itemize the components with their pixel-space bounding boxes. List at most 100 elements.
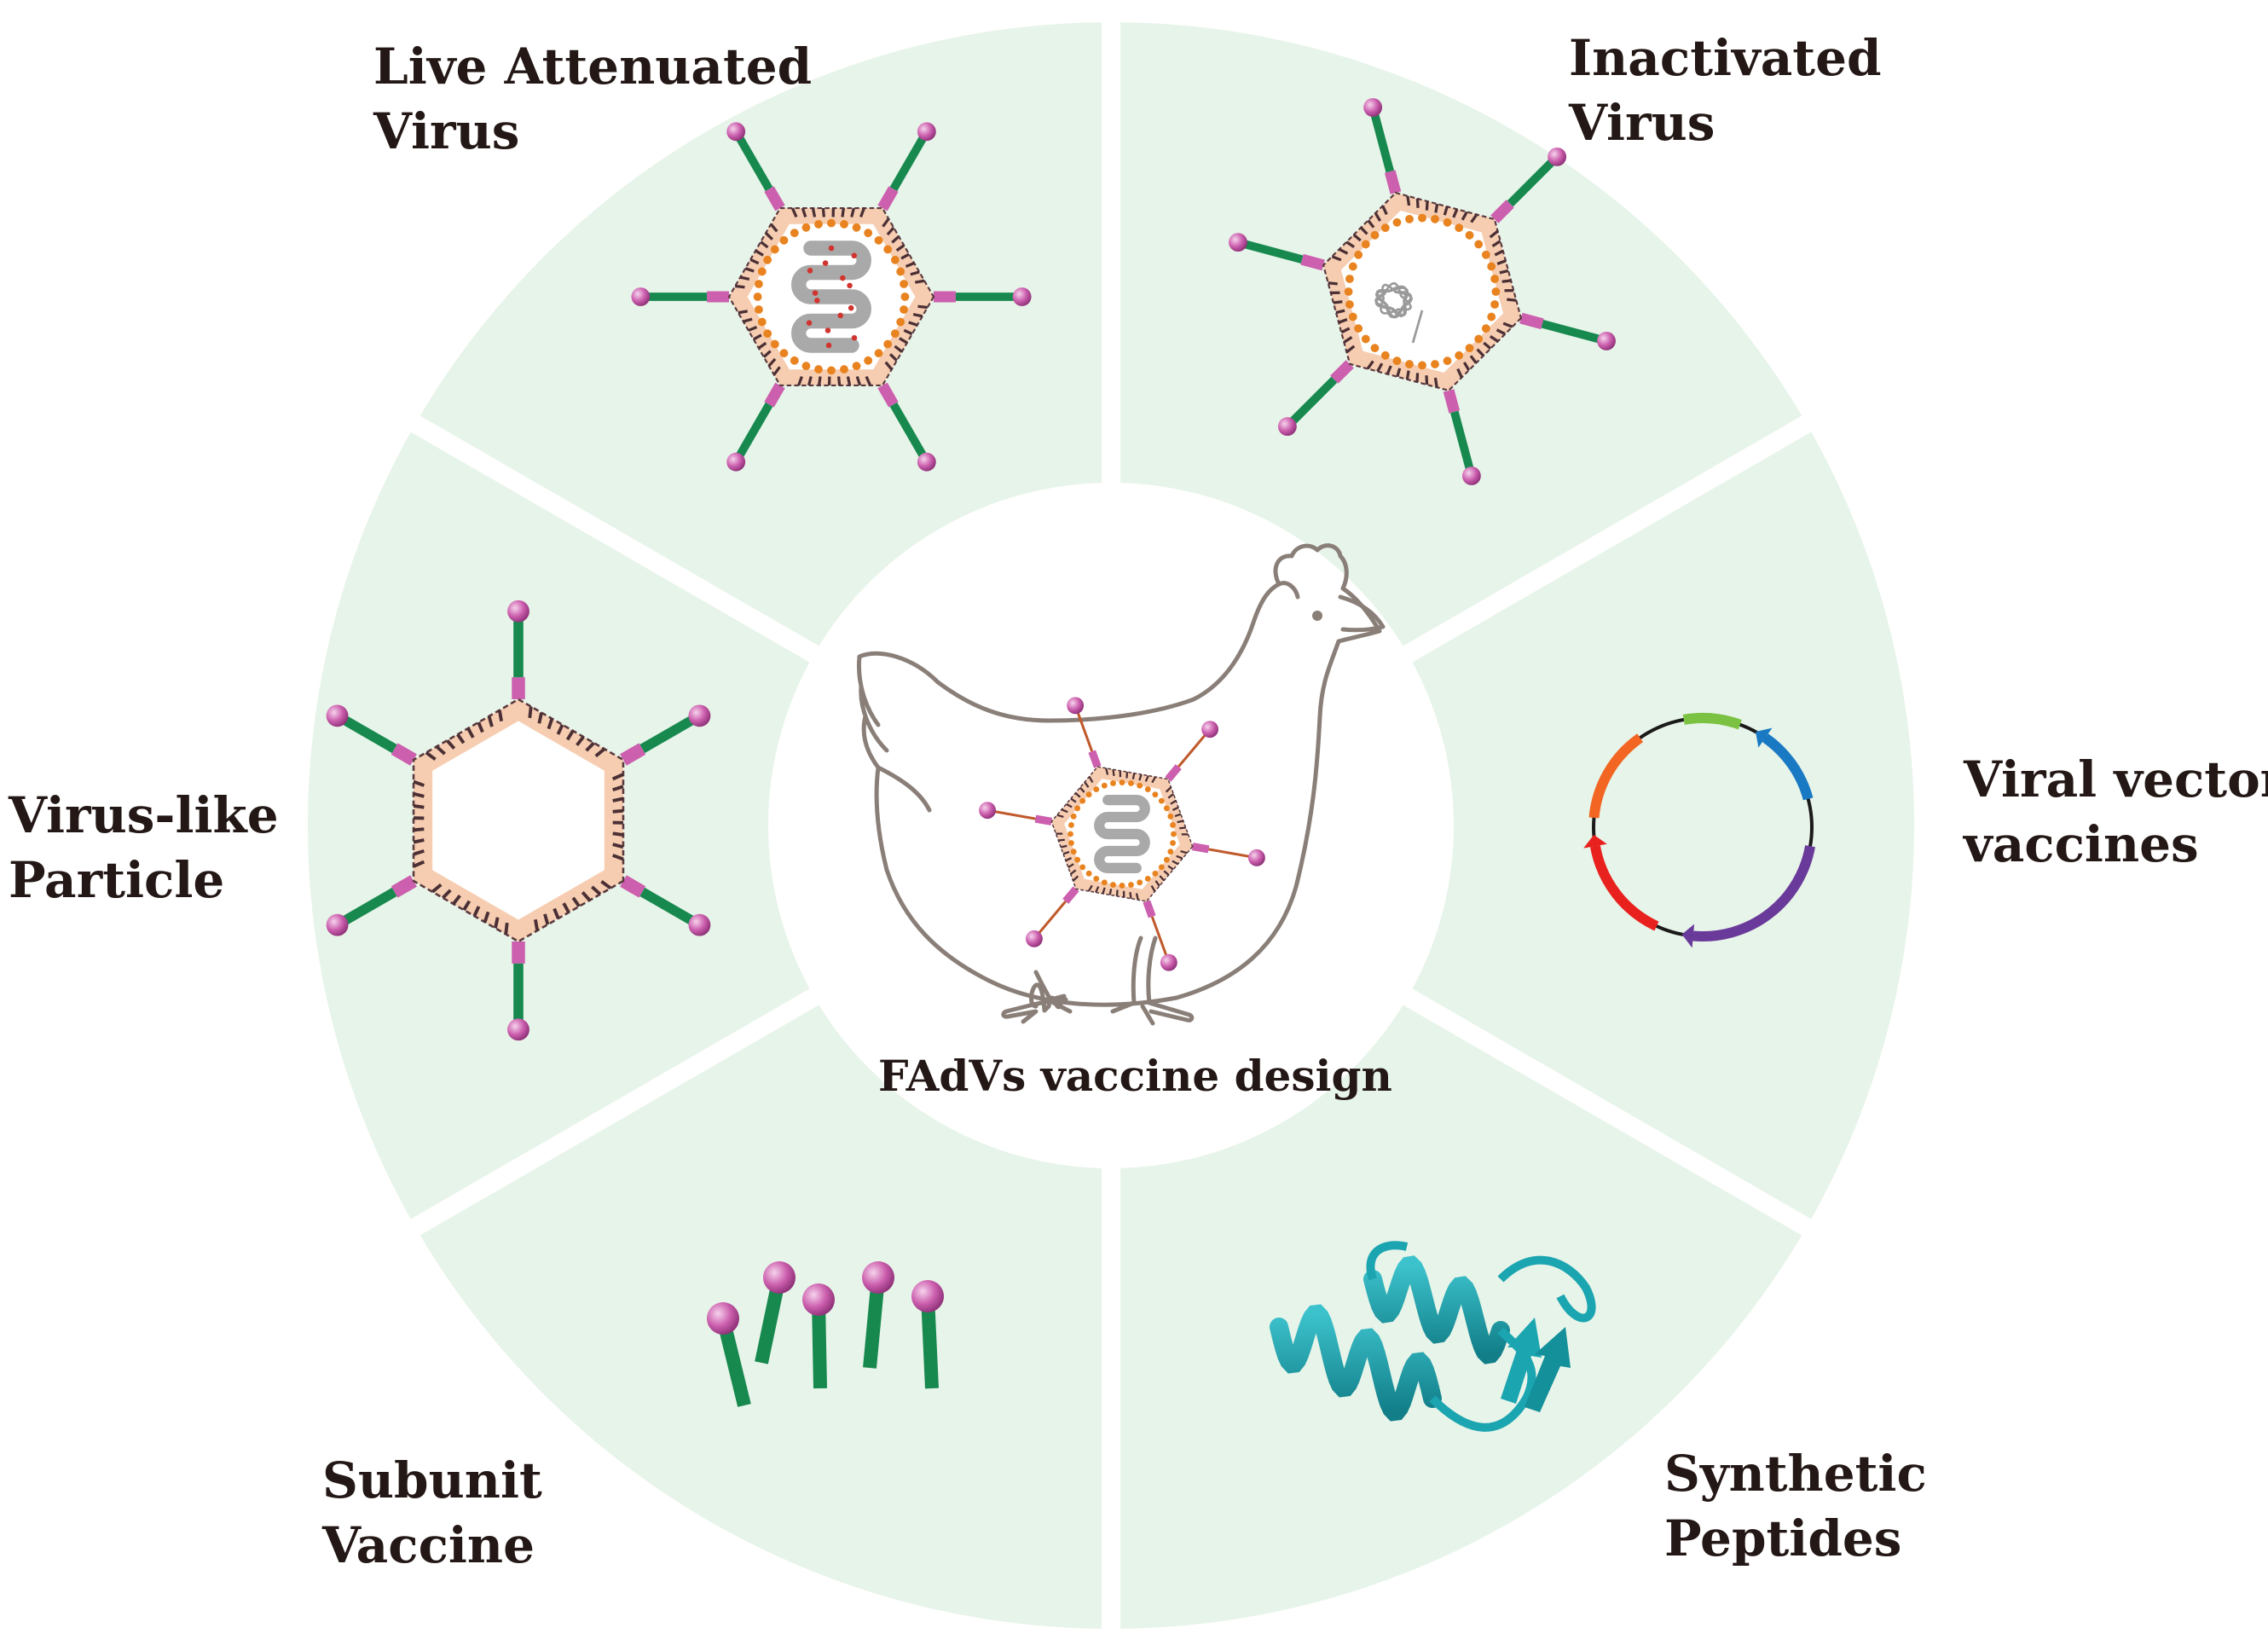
fiber-knob: [1248, 849, 1265, 866]
hexon-mark: [1115, 889, 1119, 896]
hexon-mark: [1456, 368, 1463, 379]
gene-segment: [1762, 733, 1814, 801]
core-protein-dot: [1128, 780, 1134, 786]
hexon-mark: [445, 739, 456, 750]
label-line: Synthetic: [1664, 1445, 1927, 1503]
fiber-shaft: [732, 129, 773, 192]
hexon-mark: [767, 357, 777, 368]
core-protein-dot: [1361, 240, 1370, 249]
hexon-mark: [1095, 886, 1100, 893]
core-protein-dot: [1119, 779, 1125, 785]
hexon-mark: [1144, 775, 1149, 782]
hexon-mark: [1489, 335, 1499, 343]
penton-base: [391, 875, 417, 898]
core-protein-dot: [1093, 875, 1100, 882]
hexon-mark: [1087, 884, 1093, 892]
hexon-mark: [1174, 813, 1182, 818]
hexon-mark: [1129, 891, 1132, 899]
hexon-mark: [1056, 814, 1064, 819]
core-protein-dot: [1392, 356, 1402, 366]
core-protein-dot: [1465, 344, 1474, 353]
label-line: Particle: [9, 851, 225, 909]
core-protein-dot: [1361, 334, 1370, 344]
hexon-mark: [1058, 838, 1065, 842]
core-protein-dot: [1474, 334, 1484, 344]
hexon-mark: [1170, 799, 1177, 805]
gene-arrow: [1756, 727, 1773, 748]
hexon-mark: [565, 729, 575, 741]
hexon-mark: [594, 747, 606, 758]
hexon-mark: [1331, 255, 1342, 262]
hexon-mark: [1476, 348, 1484, 357]
hexon-mark: [859, 207, 865, 218]
hexon-mark: [1462, 362, 1471, 371]
hexon-mark: [537, 712, 543, 724]
core-protein-dot: [770, 339, 779, 349]
fiber-knob: [1012, 287, 1032, 306]
genome-marker-dot: [828, 245, 835, 252]
sector-synthetic-peptides: [419, 1005, 1102, 1629]
genome-marker-dot: [822, 260, 829, 266]
core-protein-dot: [1345, 275, 1354, 283]
fiber-knob: [911, 1280, 944, 1312]
core-protein-dot: [763, 329, 772, 339]
fiber-knob: [1025, 930, 1043, 947]
hexon-mark: [917, 304, 928, 310]
hexon-mark: [1159, 875, 1166, 882]
label-inactivated: Inactivated Virus: [1569, 26, 1882, 155]
penton-base: [620, 743, 646, 766]
hexon-mark: [553, 907, 560, 919]
hexon-mark: [413, 804, 425, 809]
chicken-tail-feathers: [856, 654, 932, 813]
penton-base: [1165, 764, 1182, 782]
core-protein-dot: [770, 245, 779, 254]
hexon-mark: [1494, 249, 1504, 257]
label-line: Virus: [1569, 94, 1715, 152]
hexon-mark: [612, 831, 624, 837]
hexon-mark: [1415, 198, 1420, 208]
hexon-mark: [1074, 792, 1081, 798]
hexon-mark: [1135, 893, 1139, 901]
core-protein-dot: [1152, 870, 1159, 877]
hexon-mark: [585, 741, 595, 752]
fiber-knob: [707, 1302, 739, 1335]
hexon-mark: [452, 894, 461, 906]
penton-base: [764, 382, 785, 408]
loop: [1366, 1241, 1409, 1281]
core-protein-dot: [1348, 312, 1357, 322]
hexon-mark: [1452, 208, 1459, 218]
hexon-mark: [571, 896, 581, 907]
hexon-mark: [1179, 826, 1186, 830]
hexon-mark: [908, 321, 918, 327]
core-protein-dot: [790, 356, 799, 365]
genome-marker-dot: [807, 268, 813, 274]
hexon-mark: [477, 721, 484, 733]
hexon-mark: [487, 715, 494, 727]
fiber-knob: [917, 122, 936, 142]
hexon-mark: [1105, 768, 1109, 775]
core-protein-dot: [757, 267, 767, 276]
core-protein-dot: [1068, 840, 1074, 846]
fiber-knob: [1160, 953, 1177, 971]
core-protein-dot: [755, 280, 763, 288]
hexon-mark: [600, 880, 612, 890]
core-protein-dot: [763, 255, 772, 264]
beta-strand: [1525, 1327, 1571, 1412]
hexon-mark: [1406, 195, 1411, 206]
hexon-mark: [413, 779, 425, 787]
hexon-mark: [413, 849, 425, 856]
hexon-mark: [1415, 373, 1420, 383]
hexon-mark: [743, 317, 753, 323]
fiber-shaft: [639, 887, 703, 930]
genome-strand: [1094, 794, 1150, 874]
fiber-shaft: [639, 711, 703, 754]
label-live-attenuated: Live Attenuated Virus: [373, 34, 812, 164]
core-protein-dot: [801, 223, 811, 232]
core-protein-dot: [827, 218, 836, 228]
hexon-mark: [749, 258, 760, 265]
hexon-mark: [1366, 360, 1374, 370]
hexon-mark: [855, 376, 862, 386]
hexon-mark: [790, 207, 798, 218]
penton-base: [1330, 360, 1354, 384]
core-protein-dot: [1110, 780, 1116, 786]
